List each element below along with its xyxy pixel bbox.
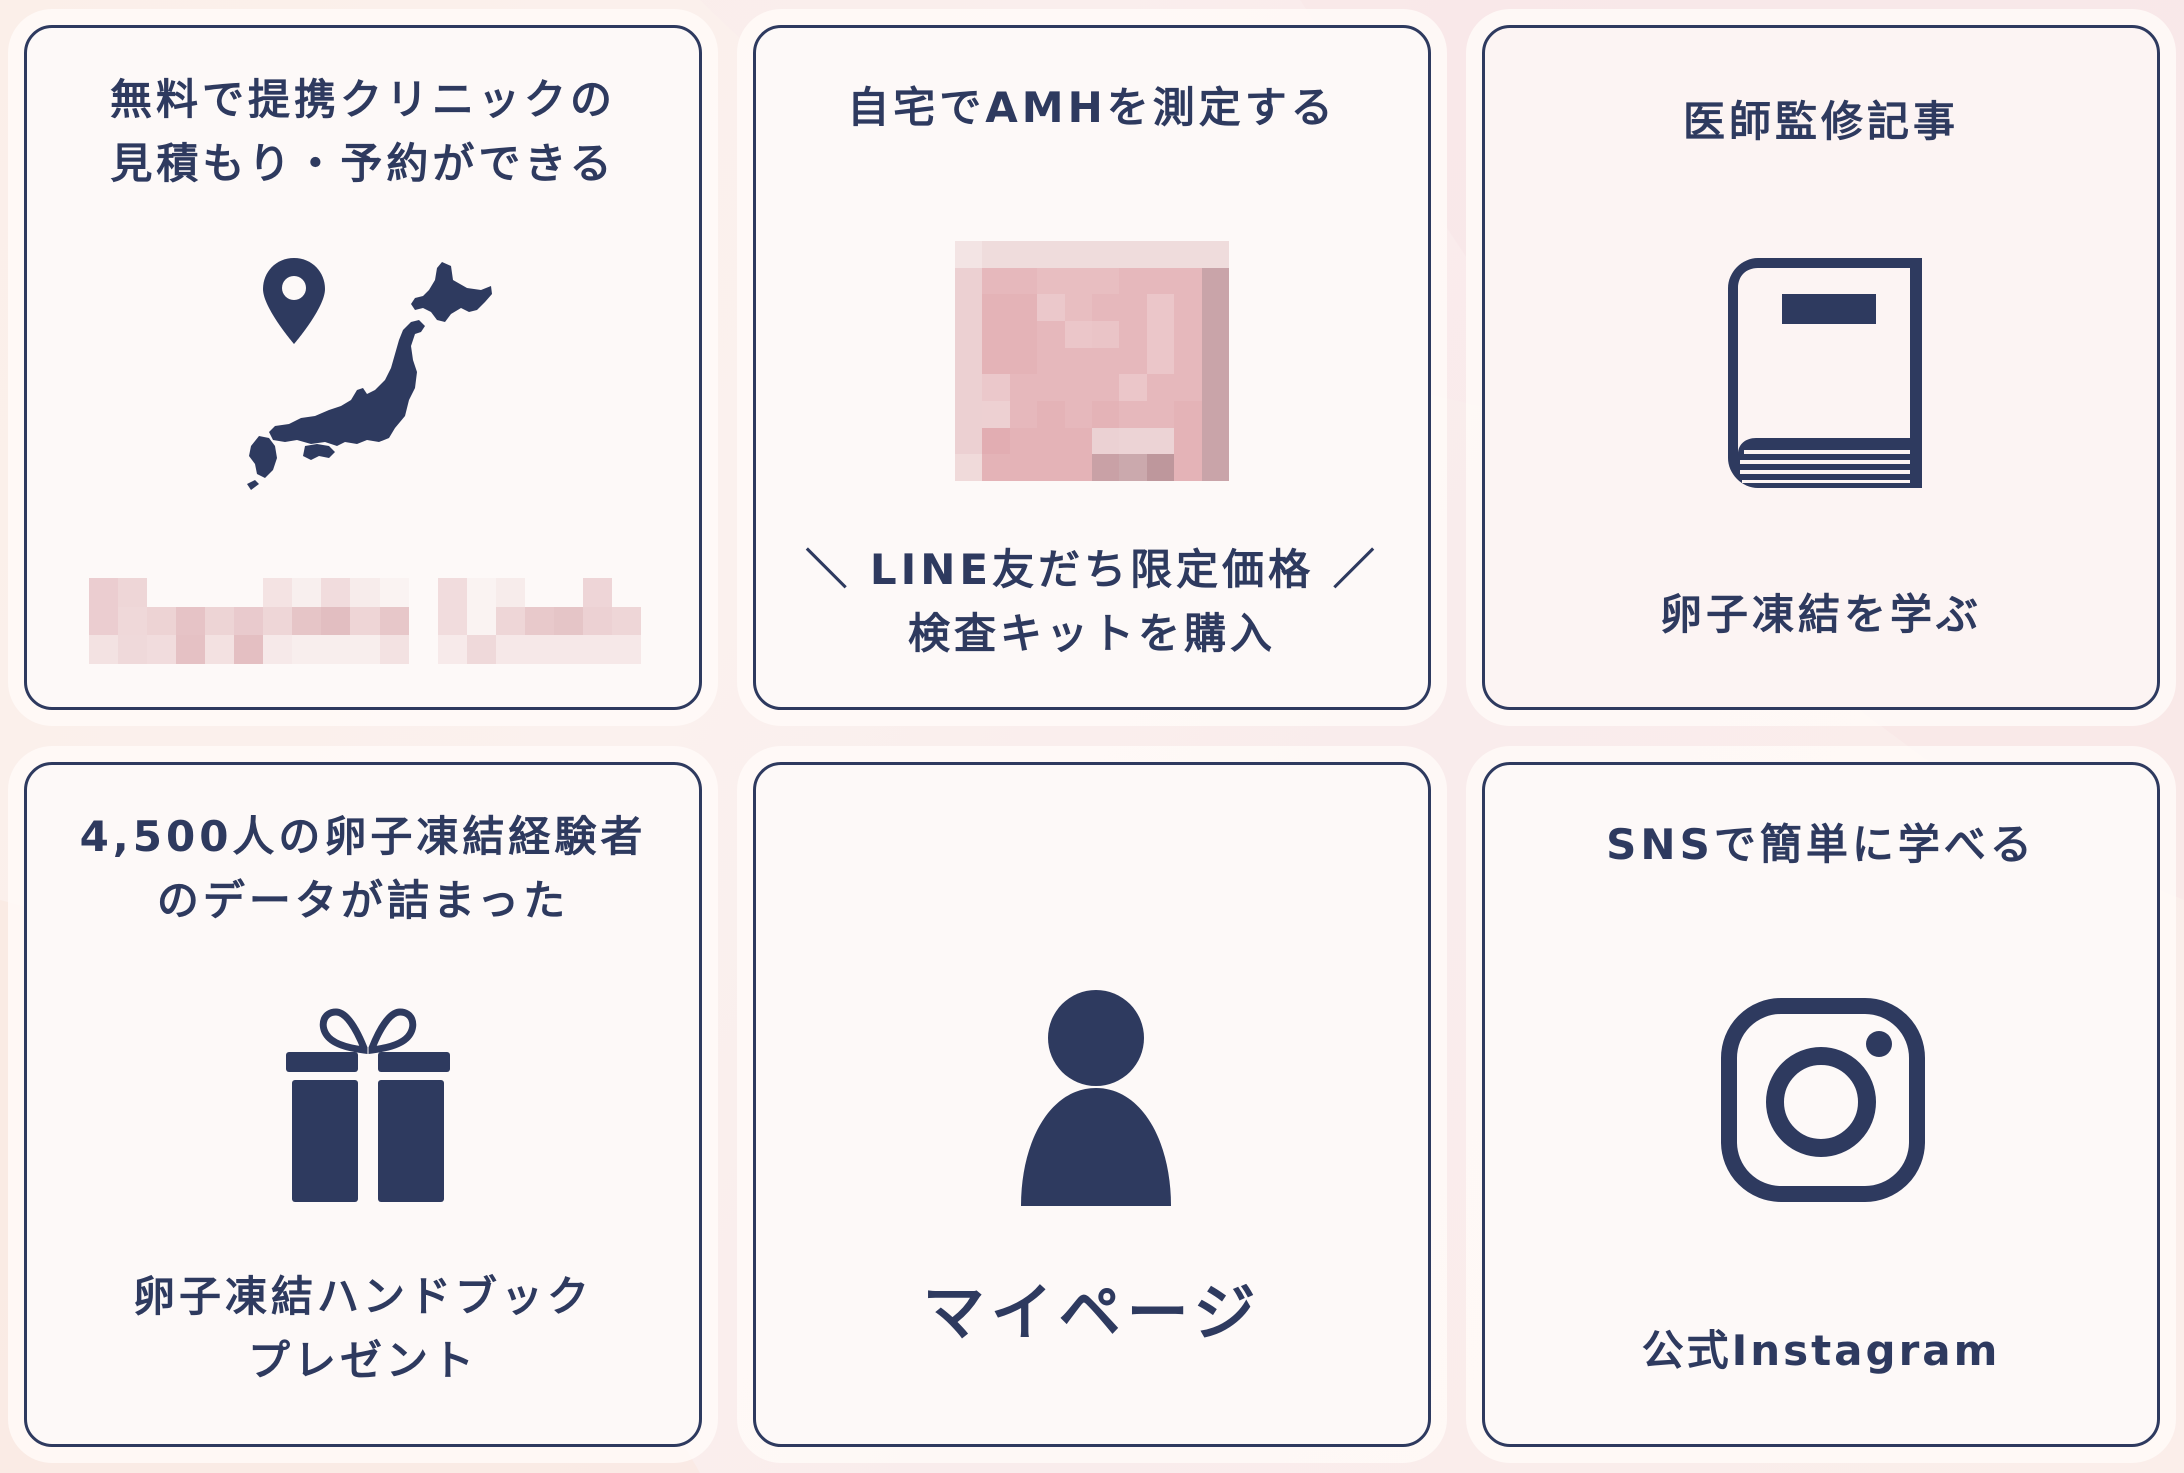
location-pin-icon — [263, 258, 325, 344]
card-clinic-estimate[interactable]: 無料で提携クリニックの 見積もり・予約ができる — [24, 25, 702, 710]
card-my-page[interactable]: マイページ — [753, 762, 1431, 1447]
card-title: SNSで簡単に学べる — [1606, 820, 2036, 869]
card-doctor-articles[interactable]: 医師監修記事 卵子凍結を学ぶ — [1482, 25, 2160, 710]
censored-logo — [89, 578, 641, 664]
card-amh-test-kit[interactable]: 自宅でAMHを測定する ＼ LINE友だち限定価格 ／ 検査キットを購入 — [753, 25, 1431, 710]
card-instagram[interactable]: SNSで簡単に学べる 公式Instagram — [1482, 762, 2160, 1447]
book-icon — [1728, 258, 1922, 488]
card-label: 公式Instagram — [1641, 1326, 2001, 1375]
card-title: 無料で提携クリニックの 見積もり・予約ができる — [109, 75, 616, 188]
card-label: ＼ LINE友だち限定価格 ／ 検査キットを購入 — [805, 545, 1379, 658]
gift-icon — [286, 1008, 450, 1202]
my-page-label: マイページ — [922, 1276, 1262, 1349]
card-label: 卵子凍結を学ぶ — [1659, 590, 1982, 639]
card-title: 医師監修記事 — [1682, 97, 1959, 146]
person-icon — [1021, 990, 1171, 1206]
card-title: 4,500人の卵子凍結経験者 のデータが詰まった — [79, 812, 647, 925]
instagram-icon — [1721, 998, 1925, 1202]
japan-map-icon — [247, 262, 492, 490]
card-label: 卵子凍結ハンドブック プレゼント — [132, 1272, 593, 1385]
card-title: 自宅でAMHを測定する — [847, 83, 1337, 132]
pixelated-product-image — [955, 241, 1229, 481]
card-handbook-present[interactable]: 4,500人の卵子凍結経験者 のデータが詰まった 卵子凍結ハンドブック プレゼン… — [24, 762, 702, 1447]
